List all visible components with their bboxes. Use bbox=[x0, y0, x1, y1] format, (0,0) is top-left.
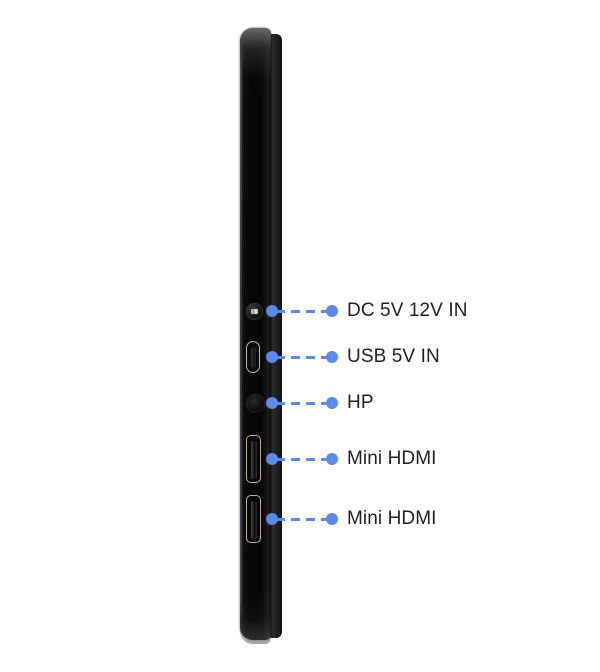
callout-label-dot bbox=[326, 305, 338, 317]
port-mini-hdmi-1 bbox=[246, 435, 261, 483]
callout-label-dot bbox=[326, 397, 338, 409]
port-mini-hdmi-2 bbox=[246, 495, 261, 543]
callout-label-dot bbox=[326, 513, 338, 525]
callout-dashed-line bbox=[276, 401, 330, 405]
port-usb-c bbox=[246, 341, 260, 373]
callout-label-text: Mini HDMI bbox=[347, 508, 437, 529]
callout-label-dot bbox=[326, 453, 338, 465]
callout-anchor-dot bbox=[266, 453, 278, 465]
callout-dashed-line bbox=[276, 517, 330, 521]
callout-label-text: Mini HDMI bbox=[347, 448, 437, 469]
callout-label-text: DC 5V 12V IN bbox=[347, 300, 468, 321]
callout-label-dot bbox=[326, 351, 338, 363]
callout-anchor-dot bbox=[266, 513, 278, 525]
device-rear-panel bbox=[268, 34, 282, 638]
callout-anchor-dot bbox=[266, 397, 278, 409]
port-dc-jack bbox=[246, 302, 263, 320]
mini-hdmi-2-tongue bbox=[251, 501, 257, 539]
port-headphone-jack bbox=[246, 393, 265, 413]
mini-hdmi-1-tongue bbox=[251, 441, 257, 479]
device-front-edge bbox=[240, 28, 271, 640]
callout-dashed-line bbox=[276, 355, 330, 359]
usb-c-tongue bbox=[251, 347, 256, 368]
callout-anchor-dot bbox=[266, 351, 278, 363]
callout-anchor-dot bbox=[266, 305, 278, 317]
callout-dashed-line bbox=[276, 309, 330, 313]
callout-dashed-line bbox=[276, 457, 330, 461]
callout-label-text: HP bbox=[347, 392, 374, 413]
device-side-profile bbox=[238, 28, 284, 644]
dc-jack-pin bbox=[251, 308, 258, 314]
callout-label-text: USB 5V IN bbox=[347, 346, 440, 367]
